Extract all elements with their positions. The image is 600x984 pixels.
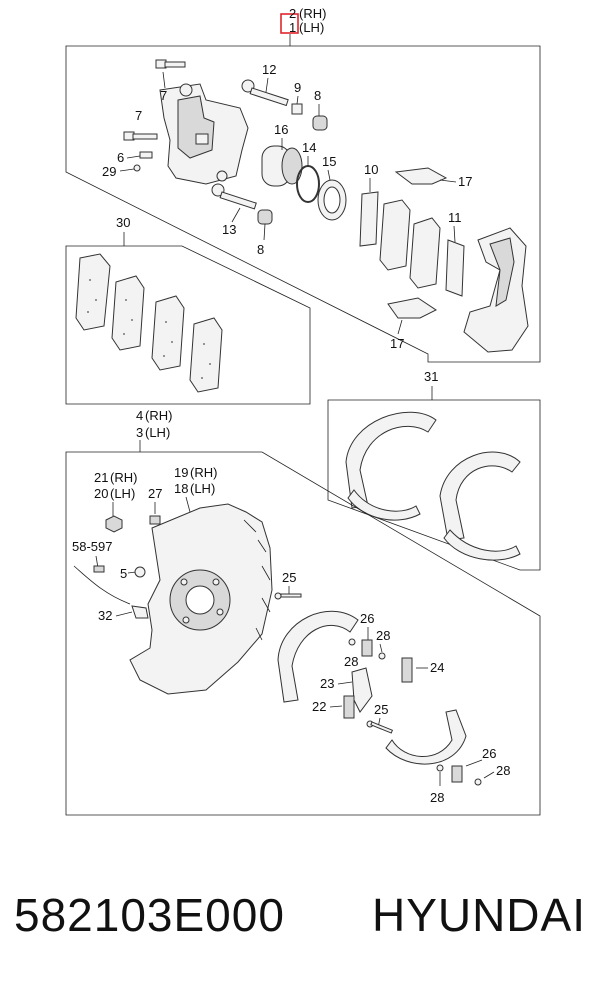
callout-lh-18: (LH): [190, 481, 215, 496]
callout-17-lower: 17: [390, 336, 404, 351]
brake-shoe-rear: [385, 709, 467, 765]
shim-11: [445, 239, 465, 297]
callout-lh-20: (LH): [110, 486, 135, 501]
callout-26-lower: 26: [482, 746, 496, 761]
callout-8-upper: 8: [314, 88, 321, 103]
callout-29: 29: [102, 164, 116, 179]
callout-10: 10: [364, 162, 378, 177]
boot-9: [291, 103, 303, 115]
callout-30: 30: [116, 215, 130, 230]
callout-28-c: 28: [496, 763, 510, 778]
callout-lh-top: (LH): [299, 20, 324, 35]
brake-parts-diagram: 2 (RH) 1 (LH) 7 7 6 29 12 9: [65, 6, 541, 816]
bleeder-6: [133, 151, 153, 172]
callout-7-lower: 7: [135, 108, 142, 123]
callout-17-upper: 17: [458, 174, 472, 189]
callout-2: 2: [289, 6, 296, 21]
callout-24: 24: [430, 660, 444, 675]
callout-28-b: 28: [344, 654, 358, 669]
callout-9: 9: [294, 80, 301, 95]
hold-down-pin-25-lower: [366, 720, 394, 734]
parking-brake-panel-outline: [65, 451, 541, 816]
spring-24: [401, 657, 413, 683]
callout-3: 3: [136, 425, 143, 440]
hold-down-pin-25-upper: [274, 592, 302, 600]
shoes-kit-panel: [327, 399, 541, 571]
caption-bar: 582103E000 HYUNDAI: [0, 870, 600, 960]
piston-16: [261, 145, 303, 187]
lever-23: [351, 667, 373, 713]
seal-14: [296, 165, 320, 203]
callout-4: 4: [136, 408, 143, 423]
clip-17-upper: [394, 167, 448, 185]
callout-1: 1: [289, 20, 296, 35]
callout-11: 11: [448, 210, 462, 225]
bolt-7-lower: [123, 131, 158, 141]
callout-21: 21: [94, 470, 108, 485]
callout-7-upper: 7: [160, 88, 167, 103]
brake-shoe-front: [277, 610, 359, 703]
callout-14: 14: [302, 140, 316, 155]
callout-20: 20: [94, 486, 108, 501]
cap-8-upper: [312, 115, 328, 131]
caliper-panel-outline: [65, 45, 541, 363]
part-number: 582103E000: [14, 889, 285, 941]
boot-15: [317, 179, 347, 221]
callout-8-lower: 8: [257, 242, 264, 257]
callout-rh-top: (RH): [299, 6, 326, 21]
cap-8-lower: [257, 209, 273, 225]
callout-rh-19: (RH): [190, 465, 217, 480]
spring-26-lower: [451, 765, 463, 783]
spring-22: [343, 695, 355, 719]
washer-28-a: [378, 652, 386, 660]
washer-28-c: [474, 778, 482, 786]
callout-22: 22: [312, 699, 326, 714]
guide-pin-13: [211, 183, 257, 210]
callout-28-d: 28: [430, 790, 444, 805]
callout-16: 16: [274, 122, 288, 137]
caliper-housing: [159, 83, 249, 185]
callout-13: 13: [222, 222, 236, 237]
callout-rh-21: (RH): [110, 470, 137, 485]
pads-front: [379, 199, 441, 289]
callout-23: 23: [320, 676, 334, 691]
backing-plate: [129, 503, 273, 695]
washer-28-d: [436, 764, 444, 772]
callout-58-597: 58-597: [72, 539, 112, 554]
washer-28-b: [348, 638, 356, 646]
callout-25-upper: 25: [282, 570, 296, 585]
brand-name: HYUNDAI: [371, 889, 586, 941]
callout-15: 15: [322, 154, 336, 169]
callout-31: 31: [424, 369, 438, 384]
callout-19: 19: [174, 465, 188, 480]
callout-5: 5: [120, 566, 127, 581]
bolt-7-upper: [155, 59, 186, 69]
cable-58-597: [73, 565, 131, 605]
nut-21: [105, 515, 123, 533]
callout-27: 27: [148, 486, 162, 501]
shim-10: [359, 191, 379, 247]
clip-17-lower: [387, 297, 437, 319]
pads-kit-panel: [65, 245, 311, 405]
highlight-box: [280, 13, 299, 34]
callout-rh-4: (RH): [145, 408, 172, 423]
callout-6: 6: [117, 150, 124, 165]
callout-18: 18: [174, 481, 188, 496]
callout-28-a: 28: [376, 628, 390, 643]
callout-lh-3: (LH): [145, 425, 170, 440]
bolt-27: [149, 515, 161, 525]
washer-5: [134, 566, 146, 578]
callout-32: 32: [98, 608, 112, 623]
guide-pin-12: [241, 79, 289, 107]
callout-26-upper: 26: [360, 611, 374, 626]
caliper-bracket: [463, 227, 529, 353]
spring-26-upper: [361, 639, 373, 657]
callout-12: 12: [262, 62, 276, 77]
callout-25-lower: 25: [374, 702, 388, 717]
pads-kit-30: [75, 253, 223, 393]
clip-32: [131, 605, 149, 619]
